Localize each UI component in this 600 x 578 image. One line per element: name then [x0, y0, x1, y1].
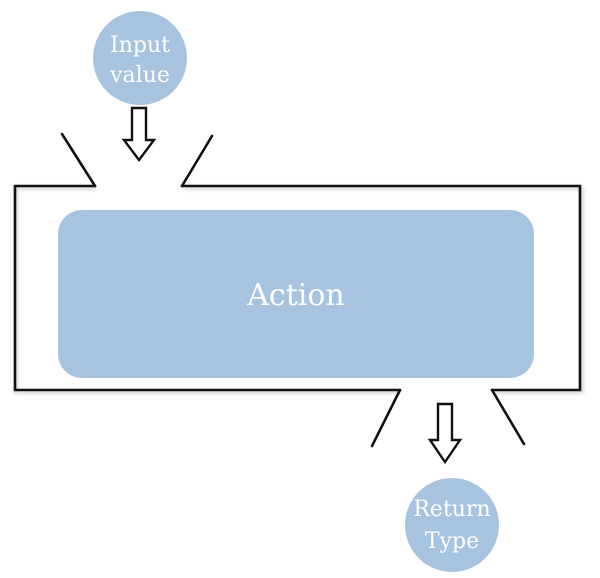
return-type-label-line1: Return [413, 497, 490, 522]
input-value-label-line1: Input [110, 33, 170, 58]
input-arrow-icon [121, 106, 157, 162]
action-label: Action [246, 278, 345, 313]
action-box [58, 210, 534, 378]
return-type-node [405, 478, 499, 572]
input-value-node [93, 11, 187, 105]
input-value-label-line2: value [109, 63, 170, 88]
output-arrow-icon [427, 402, 463, 465]
return-type-label-line2: Type [425, 529, 479, 554]
function-frame [13, 132, 582, 448]
